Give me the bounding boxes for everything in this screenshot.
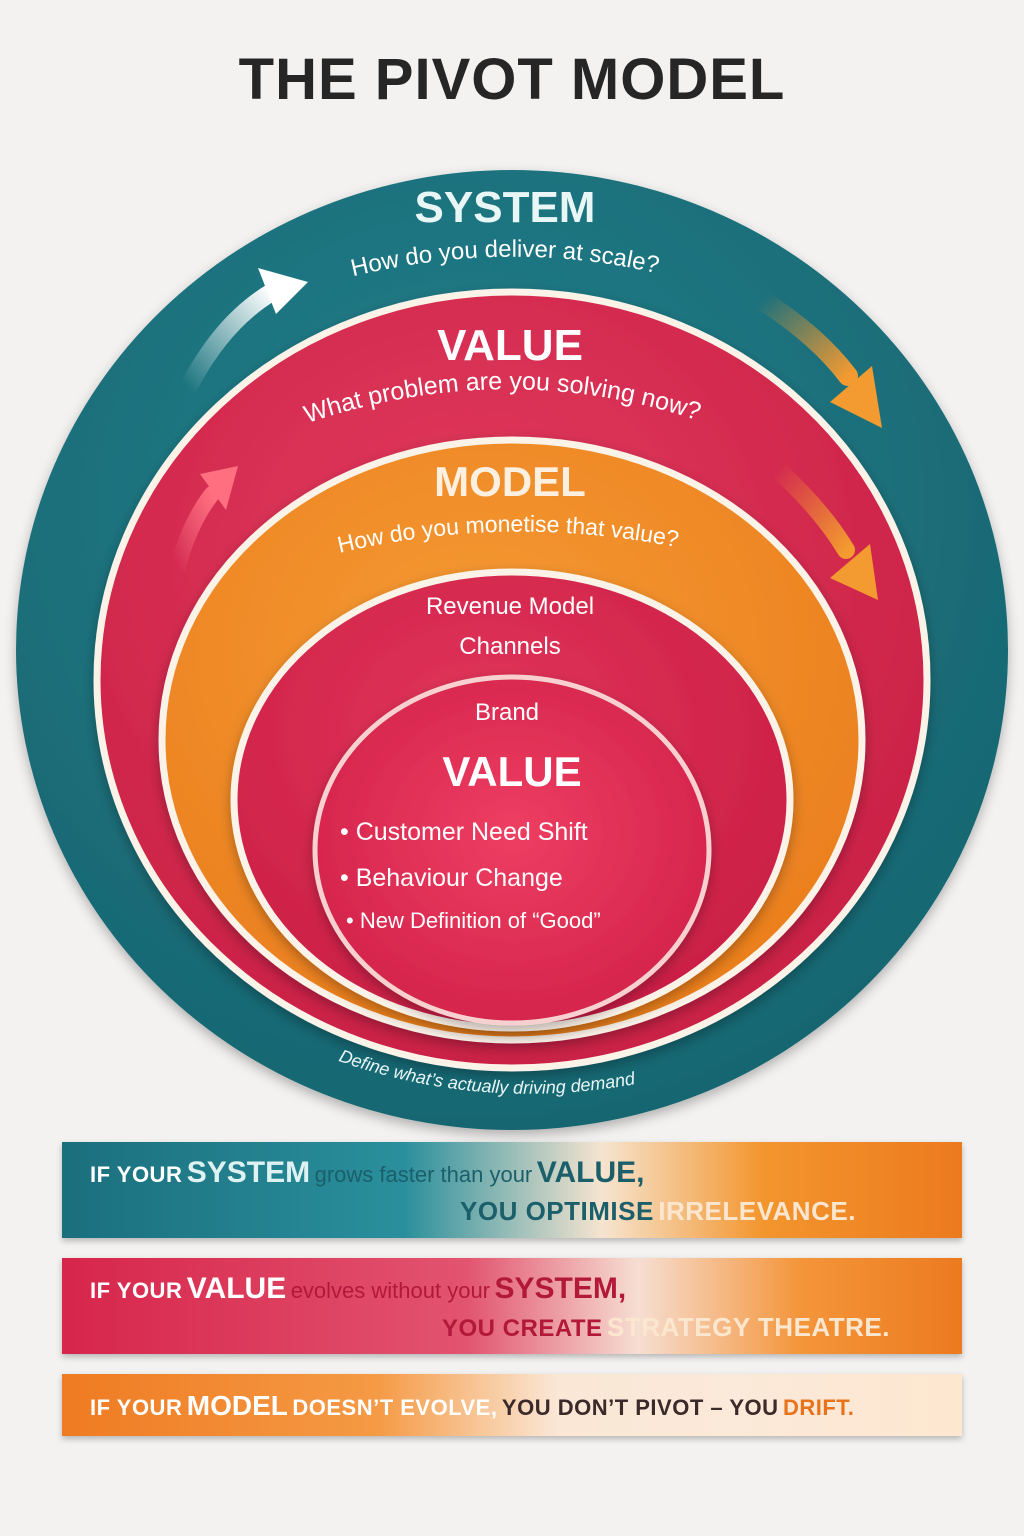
arrow-down-right-inner-icon [769, 461, 878, 600]
banner1-grows-faster: grows faster than your [314, 1162, 533, 1187]
banner-model-drift: IF YOUR MODEL DOESN’T EVOLVE, YOU DON’T … [62, 1374, 962, 1436]
page-title: THE PIVOT MODEL [238, 47, 786, 112]
banner3-model: MODEL [186, 1390, 288, 1421]
arrow-up-left-inner-icon [170, 466, 238, 574]
banner3-you-dont-pivot: YOU DON’T PIVOT – YOU [501, 1395, 779, 1420]
banner2-evolves-without: evolves without your [290, 1278, 491, 1303]
banner2-strategy-theatre: STRATEGY THEATRE. [607, 1312, 890, 1342]
banner2-system: SYSTEM, [494, 1272, 627, 1305]
core-bullet-customer-need-shift: • Customer Need Shift [340, 818, 588, 846]
banner3-if-your: IF YOUR [90, 1395, 183, 1420]
inner-item-revenue-model: Revenue Model [426, 593, 594, 620]
banner1-you-optimise: YOU OPTIMISE [460, 1196, 654, 1226]
banner-value-system: IF YOUR VALUE evolves without your SYSTE… [62, 1258, 962, 1354]
banner3-drift: DRIFT. [782, 1395, 855, 1420]
arrow-down-right-outer-icon [752, 290, 882, 428]
banner-system-value: IF YOUR SYSTEM grows faster than your VA… [62, 1142, 962, 1238]
inner-item-channels: Channels [459, 633, 560, 660]
core-value-label: VALUE [442, 748, 581, 795]
system-label: SYSTEM [415, 183, 596, 232]
banner3-doesnt-evolve: DOESN’T EVOLVE, [292, 1395, 498, 1420]
banner1-if-your: IF YOUR [90, 1162, 183, 1187]
banner1-value: VALUE, [536, 1156, 645, 1189]
model-label: MODEL [434, 458, 586, 505]
arrow-up-left-outer-icon [179, 268, 308, 397]
banner2-you-create: YOU CREATE [442, 1315, 603, 1342]
value-label: VALUE [437, 321, 583, 370]
inner-item-brand: Brand [475, 699, 539, 726]
core-bullet-new-definition-good: • New Definition of “Good” [346, 908, 601, 933]
banner1-system: SYSTEM [186, 1156, 311, 1189]
core-value-circle [312, 674, 712, 1026]
banner2-value: VALUE [186, 1272, 287, 1305]
banner2-if-your: IF YOUR [90, 1278, 183, 1303]
core-bullet-behaviour-change: • Behaviour Change [340, 864, 563, 892]
banner1-irrelevance: IRRELEVANCE. [658, 1196, 856, 1226]
